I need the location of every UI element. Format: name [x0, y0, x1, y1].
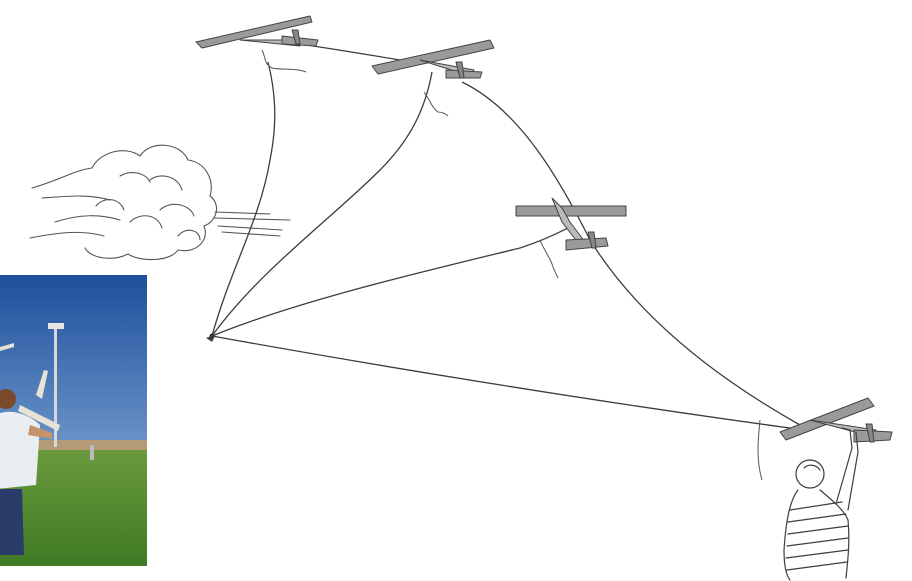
towline-to-glider-top-center — [212, 72, 432, 336]
glider-top-left — [196, 16, 318, 72]
towline-to-glider-middle-right — [212, 228, 568, 336]
launch-photo — [0, 275, 147, 566]
tow-lines — [212, 44, 800, 428]
wind-cloud — [30, 145, 290, 259]
launcher-person — [784, 428, 858, 580]
glider-launcher-hand — [758, 398, 892, 480]
glider-middle-right — [516, 198, 626, 278]
towline-to-launcher — [212, 336, 790, 428]
glider-top-center — [372, 40, 494, 116]
towline-to-glider-top-left — [212, 62, 275, 336]
flight-path-curve — [462, 82, 800, 425]
